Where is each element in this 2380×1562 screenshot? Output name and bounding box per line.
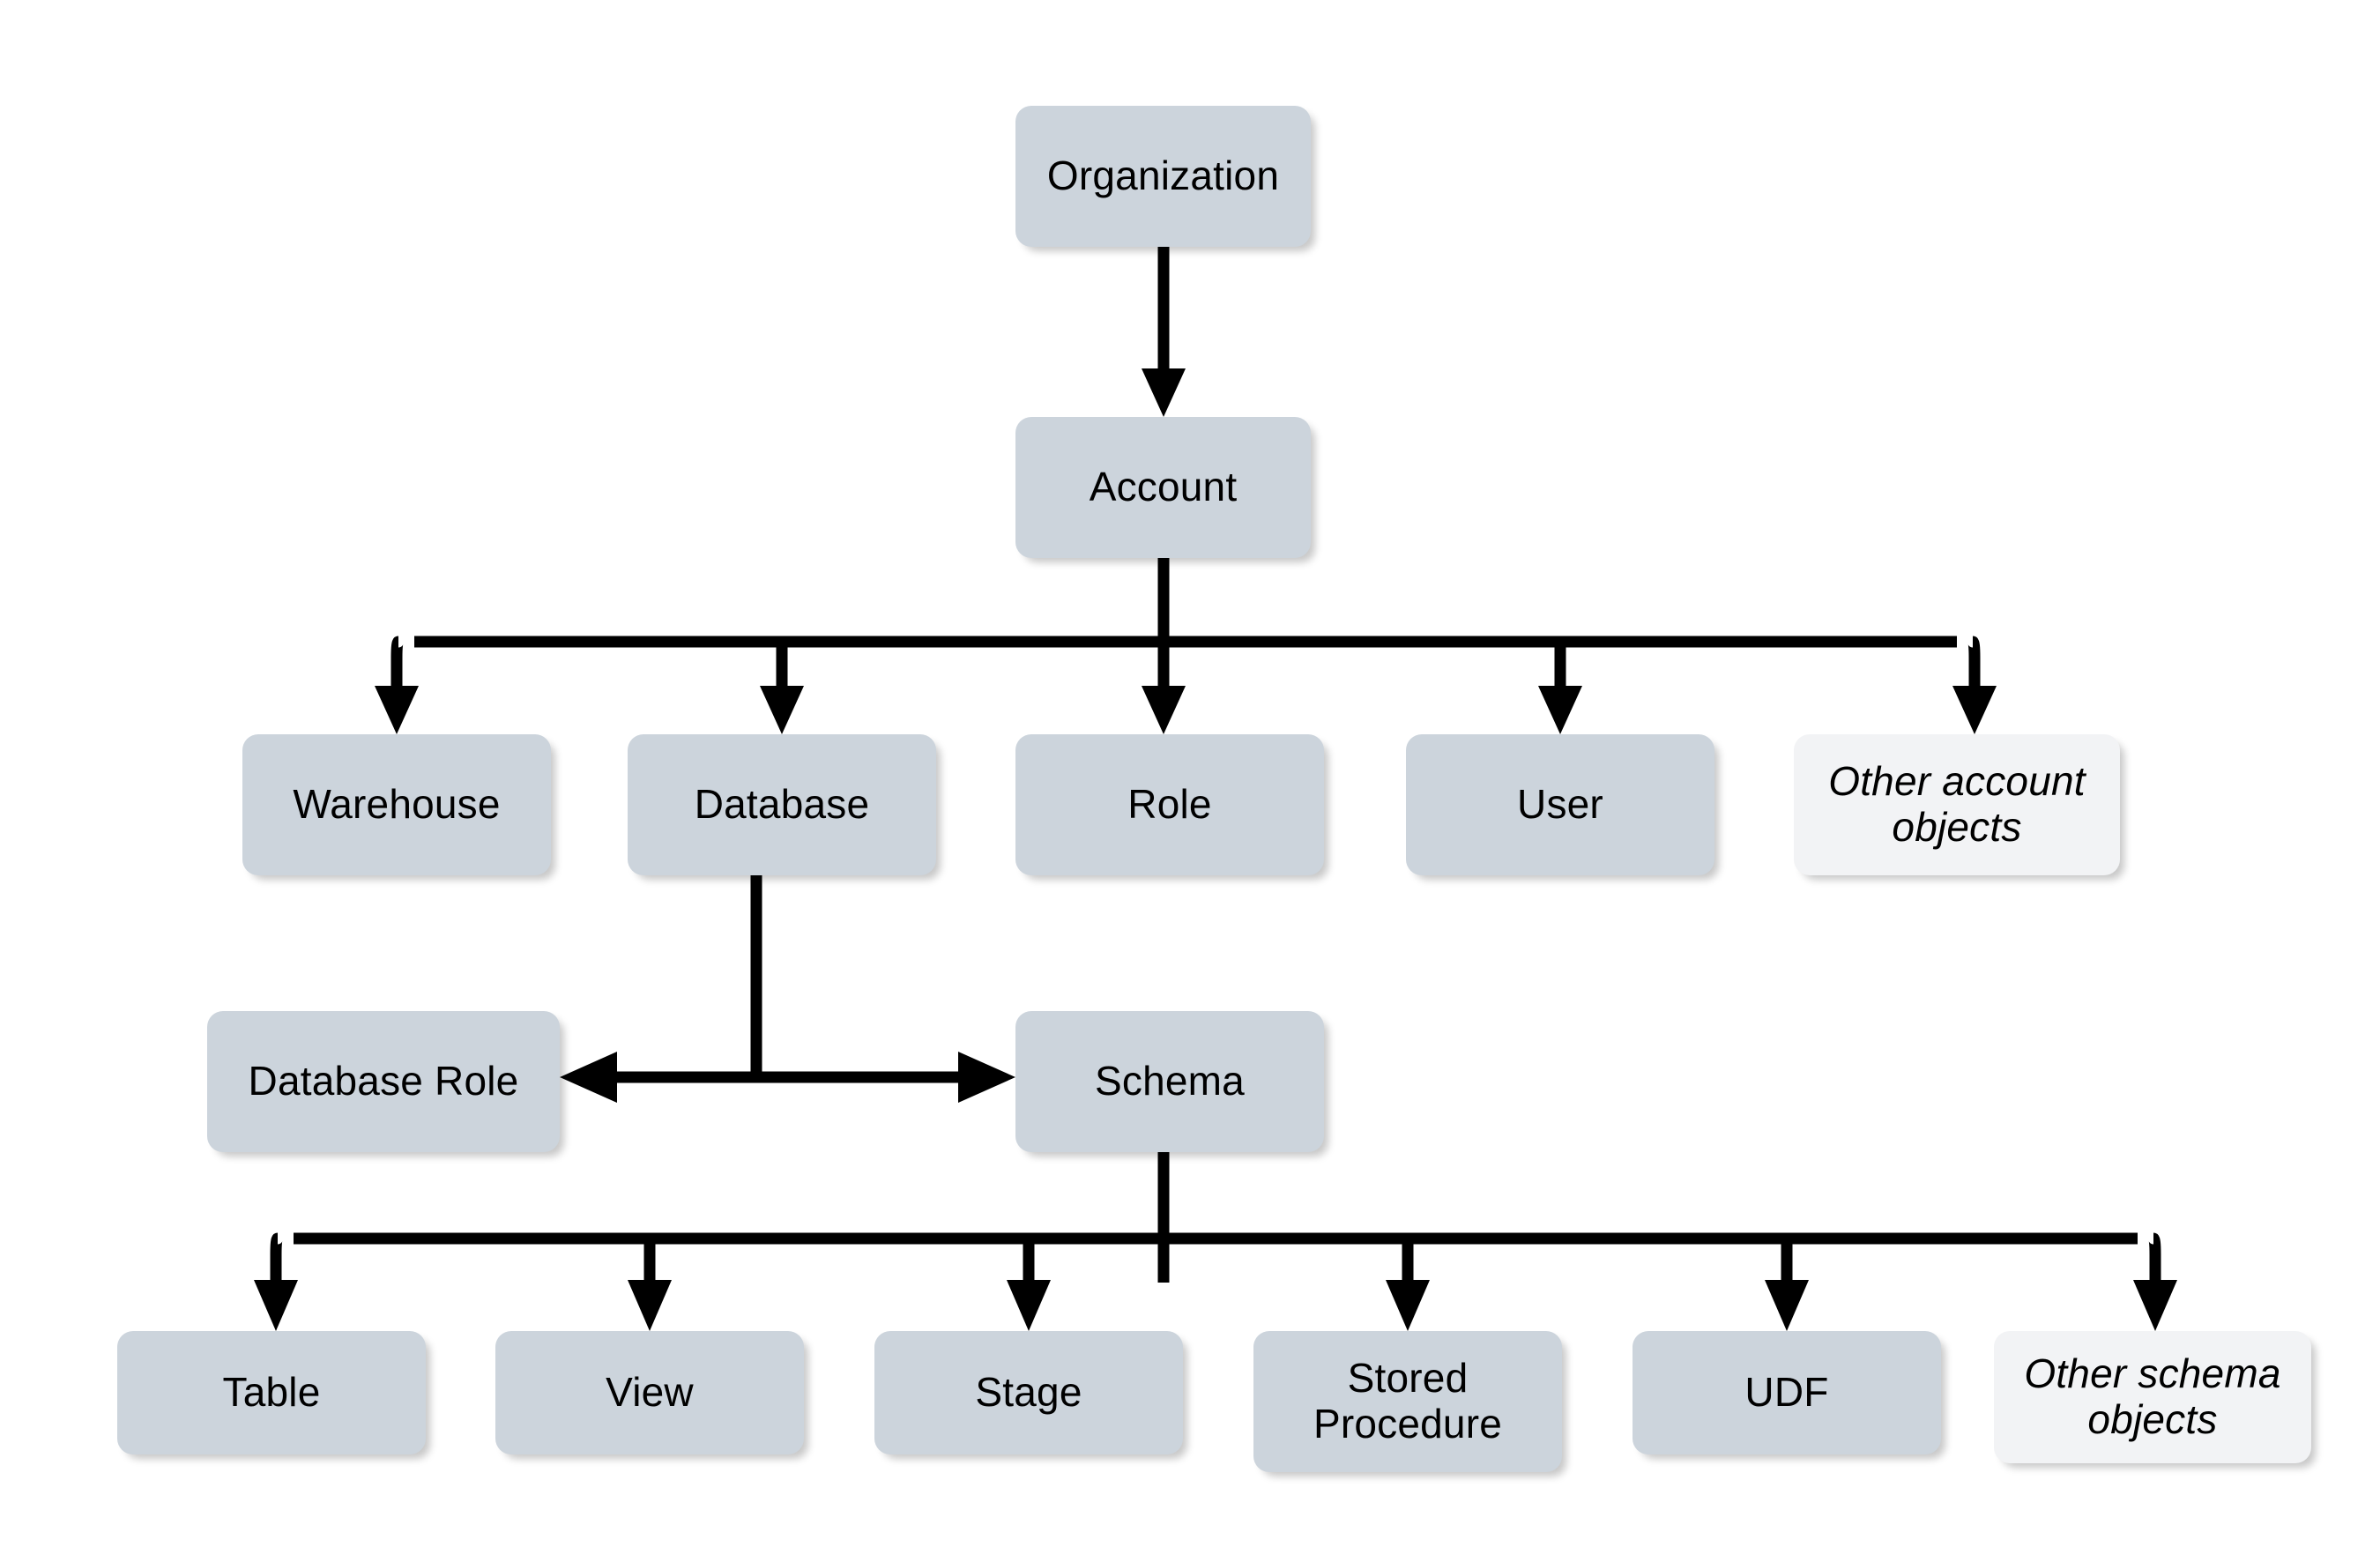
node-stage[interactable]: Stage [874, 1331, 1183, 1454]
edge-schema-to-other-schema-arrow [2133, 1267, 2177, 1331]
edge-schema-to-stage-arrow [1007, 1238, 1051, 1331]
node-database-role[interactable]: Database Role [207, 1011, 560, 1152]
edge-database-split [560, 875, 1015, 1103]
edge-schema-to-view-arrow [628, 1238, 672, 1331]
node-stored-procedure[interactable]: Stored Procedure [1253, 1331, 1562, 1472]
node-role[interactable]: Role [1015, 734, 1324, 875]
edge-schema-to-table-arrow [254, 1267, 298, 1331]
node-label-account: Account [1089, 464, 1238, 510]
edge-account-to-other-account-arrow [1952, 670, 1997, 734]
node-user[interactable]: User [1406, 734, 1714, 875]
node-label-user: User [1517, 781, 1603, 828]
node-database[interactable]: Database [628, 734, 936, 875]
node-label-role: Role [1127, 781, 1212, 828]
edge-account-to-database-arrow [760, 642, 804, 734]
node-account[interactable]: Account [1015, 417, 1311, 558]
node-label-database: Database [694, 781, 870, 828]
edge-account-to-user-arrow [1538, 642, 1582, 734]
node-label-schema: Schema [1095, 1058, 1245, 1105]
edge-organization-to-account [1142, 247, 1186, 417]
node-table[interactable]: Table [117, 1331, 426, 1454]
edge-account-to-warehouse-arrow [375, 670, 419, 734]
edge-account-to-role-arrow [1142, 642, 1186, 734]
node-view[interactable]: View [495, 1331, 804, 1454]
edge-schema-to-stored-procedure-arrow [1386, 1238, 1430, 1331]
node-label-view: View [606, 1369, 694, 1416]
edge-schema-bus [270, 1232, 2161, 1283]
edge-schema-to-udf-arrow [1765, 1238, 1809, 1331]
node-udf[interactable]: UDF [1633, 1331, 1941, 1454]
node-label-database-role: Database Role [248, 1058, 519, 1105]
edge-account-bus [390, 636, 1981, 686]
node-warehouse[interactable]: Warehouse [242, 734, 551, 875]
node-label-organization: Organization [1046, 152, 1280, 199]
node-label-warehouse: Warehouse [293, 781, 501, 828]
node-other-account[interactable]: Other account objects [1794, 734, 2120, 875]
node-label-stored-procedure: Stored Procedure [1313, 1355, 1503, 1447]
node-label-table: Table [222, 1369, 321, 1416]
node-label-stage: Stage [975, 1369, 1082, 1416]
node-organization[interactable]: Organization [1015, 106, 1311, 247]
node-label-udf: UDF [1744, 1369, 1829, 1416]
node-label-other-schema: Other schema objects [2024, 1350, 2281, 1442]
node-label-other-account: Other account objects [1828, 758, 2086, 850]
node-schema[interactable]: Schema [1015, 1011, 1324, 1152]
node-other-schema[interactable]: Other schema objects [1994, 1331, 2311, 1463]
